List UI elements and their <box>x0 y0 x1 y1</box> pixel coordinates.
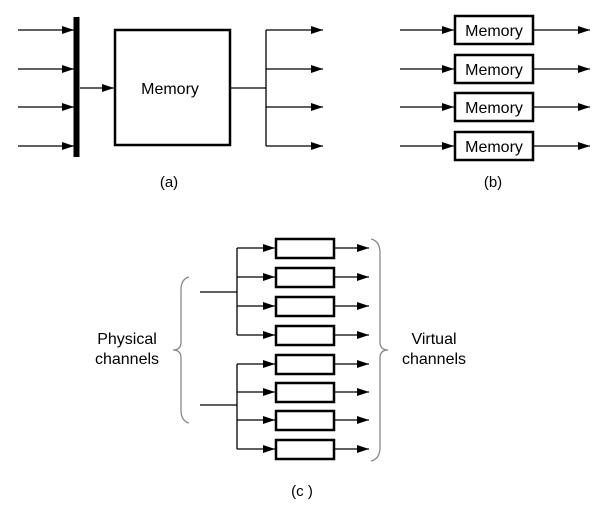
physical-channels-label-line1: Physical <box>97 331 157 348</box>
physical-channels-label-line2: channels <box>95 351 159 368</box>
virtual-channel-row <box>237 438 369 461</box>
panel-b: Memory Memory Memory Memory (b) <box>400 14 590 191</box>
buffer-box <box>274 295 336 318</box>
buffer-box <box>274 381 336 404</box>
virtual-channel-row <box>237 324 369 347</box>
panel-b-memory-label: Memory <box>465 139 523 156</box>
panel-b-memory-label: Memory <box>465 100 523 117</box>
virtual-channel-buffers <box>237 237 369 461</box>
virtual-channel-row <box>237 295 369 318</box>
virtual-channel-row <box>237 237 369 260</box>
buffer-box <box>274 353 336 376</box>
panel-a-caption: (a) <box>160 174 178 191</box>
panel-c: Physical channels <box>95 237 466 500</box>
panel-a-memory-label: Memory <box>141 81 199 98</box>
panel-a-output-fanout <box>230 26 323 150</box>
panel-c-caption: (c ) <box>291 483 313 500</box>
buffer-box <box>274 237 336 260</box>
panel-b-row: Memory <box>400 91 590 123</box>
virtual-channel-row <box>237 353 369 376</box>
buffer-box <box>274 324 336 347</box>
panel-b-row: Memory <box>400 14 590 46</box>
buffer-box <box>274 409 336 432</box>
virtual-channels-label-line2: channels <box>402 351 466 368</box>
virtual-channel-row <box>237 266 369 289</box>
panel-b-row: Memory <box>400 130 590 162</box>
panel-b-memory-label: Memory <box>465 62 523 79</box>
virtual-channel-row <box>237 381 369 404</box>
physical-channel-lower <box>200 364 238 449</box>
buffer-box <box>274 438 336 461</box>
buffer-box <box>274 266 336 289</box>
physical-channels-brace <box>172 276 190 424</box>
panel-b-memory-label: Memory <box>465 23 523 40</box>
panel-a-input-bus <box>73 17 80 157</box>
panel-a-input-arrows <box>18 26 74 150</box>
panel-b-row: Memory <box>400 53 590 85</box>
physical-channel-upper <box>200 248 238 335</box>
panel-b-caption: (b) <box>484 174 502 191</box>
virtual-channels-label-line1: Virtual <box>411 331 456 348</box>
panel-b-memory-block <box>453 14 535 46</box>
panel-a-memory-block <box>113 28 232 147</box>
virtual-channel-row <box>237 409 369 432</box>
panel-a: Memory (a) <box>18 17 323 191</box>
virtual-channels-brace <box>370 238 389 462</box>
